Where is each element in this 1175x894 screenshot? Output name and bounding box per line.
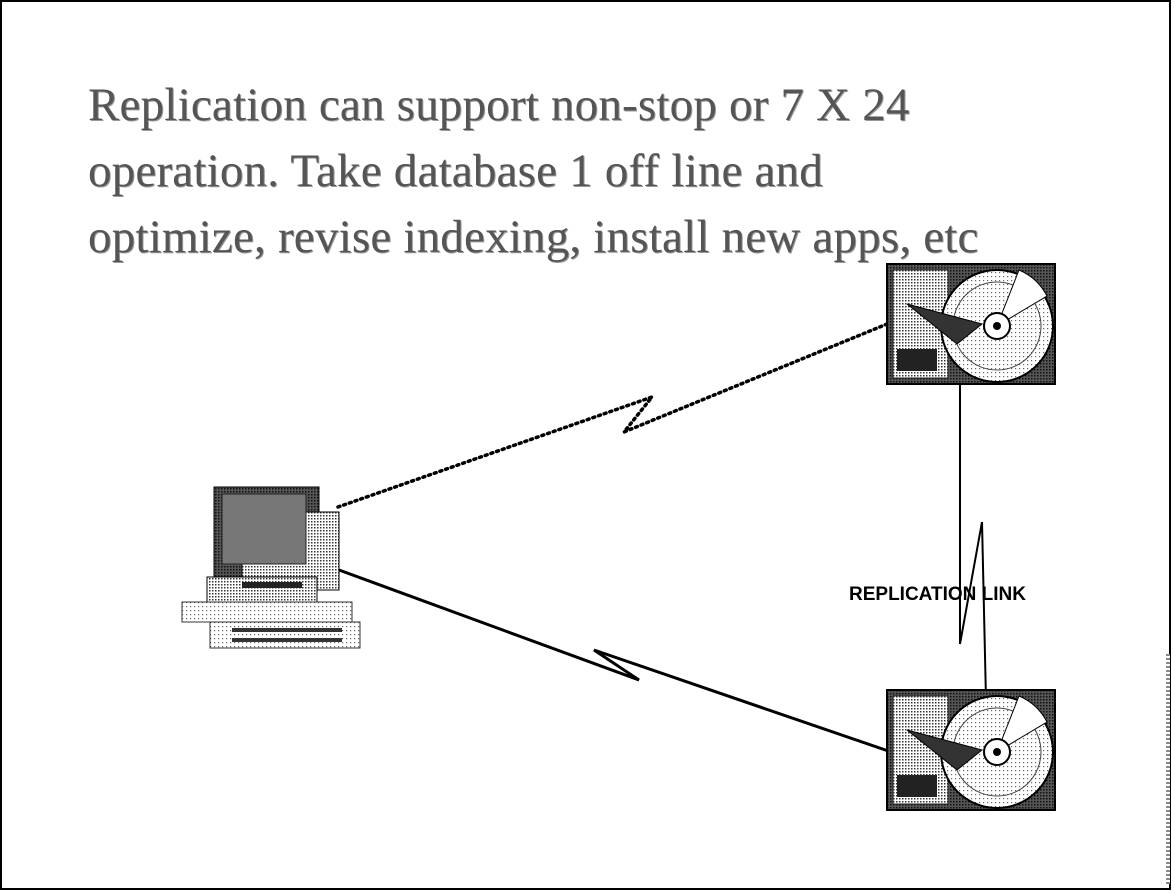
replication-link-label: REPLICATION LINK <box>849 584 1026 605</box>
title-line-3: optimize, revise indexing, install new a… <box>88 211 979 263</box>
title-line-1: Replication can support non-stop or 7 X … <box>88 79 910 131</box>
hard-disk-icon-db1 <box>886 263 1056 385</box>
edge-artifact <box>1166 654 1170 884</box>
edge-workstation-to-db1 <box>336 322 889 509</box>
hard-disk-icon-db2 <box>886 689 1056 811</box>
computer-workstation-icon <box>181 486 361 649</box>
title-line-2: operation. Take database 1 off line and <box>88 145 823 197</box>
slide-title: Replication can support non-stop or 7 X … <box>88 72 1108 270</box>
edge-replication-link <box>959 382 987 701</box>
edge-workstation-to-db2 <box>338 568 898 756</box>
